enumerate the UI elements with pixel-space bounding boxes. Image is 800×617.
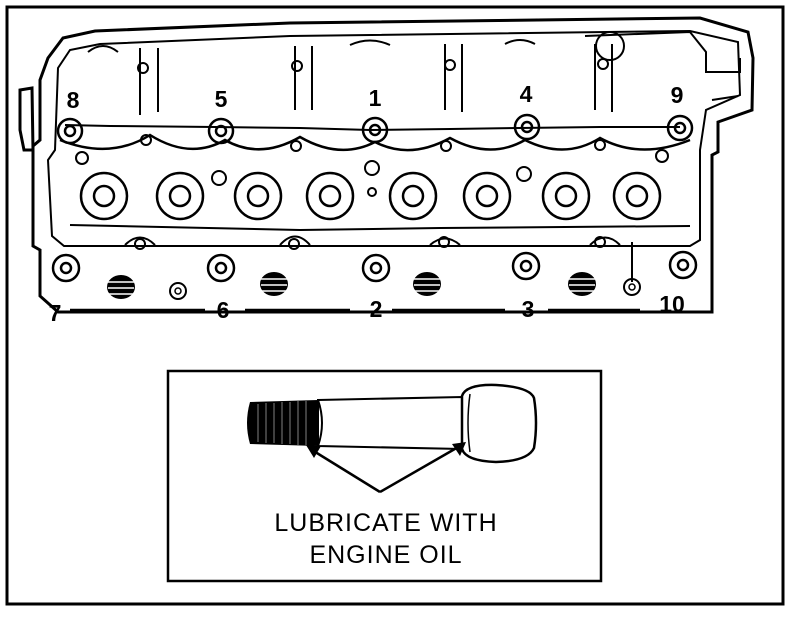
left-side-plate	[18, 86, 35, 152]
bolt-label-4: 4	[520, 81, 533, 107]
rocker-pad-4	[594, 44, 613, 112]
arrow-head-left	[306, 445, 321, 458]
plug	[260, 272, 288, 296]
outer-frame	[5, 5, 785, 606]
head-inner-outline	[46, 29, 742, 247]
bolt-label-10: 10	[659, 291, 685, 317]
plug	[568, 272, 596, 296]
bolt-label-3: 3	[522, 296, 535, 322]
plug	[413, 272, 441, 296]
dowel	[288, 238, 300, 250]
bolt-label-1: 1	[369, 85, 382, 111]
dowel	[134, 238, 146, 250]
dowel	[290, 140, 302, 152]
head-outline	[31, 16, 755, 314]
coolant-port	[367, 187, 377, 197]
right-bracket	[584, 30, 741, 101]
small-hole	[169, 282, 187, 300]
bolt-label-9: 9	[671, 82, 684, 108]
inset-caption-line2: ENGINE OIL	[309, 541, 462, 569]
coolant-port	[364, 160, 380, 176]
small-hole	[174, 287, 182, 295]
plug	[107, 275, 135, 299]
bolt-holes-upper	[56, 113, 694, 145]
bracket-hole	[595, 31, 625, 61]
dowel	[655, 149, 669, 163]
bolt-label-5: 5	[215, 86, 228, 112]
rocker-pad-1	[139, 48, 159, 115]
dowel	[291, 60, 303, 72]
bolt-sequence-labels: 1 2 3 4 5 6 7 8 9 10	[49, 81, 685, 326]
dowel	[438, 236, 450, 248]
dowel	[444, 59, 456, 71]
dowel	[140, 134, 152, 146]
cylinder-head	[18, 16, 755, 314]
inset-caption-line1: LUBRICATE WITH	[274, 509, 497, 537]
dowel	[75, 151, 89, 165]
bolt-label-6: 6	[217, 297, 230, 323]
coolant-port	[516, 166, 532, 182]
small-hole	[628, 283, 636, 291]
threaded-plugs	[107, 272, 596, 299]
small-hole	[623, 278, 641, 296]
dowel	[597, 58, 609, 70]
lower-tabs	[124, 235, 621, 246]
rocker-rail-lower	[69, 224, 691, 232]
dowel	[137, 62, 149, 74]
lubrication-arrows	[311, 444, 461, 494]
dowel	[594, 139, 606, 151]
inset-frame	[166, 369, 603, 583]
bolt-label-2: 2	[370, 296, 383, 322]
dowel	[440, 140, 452, 152]
bolt-icon	[247, 383, 538, 464]
valve-seats	[79, 171, 662, 221]
lubrication-inset: LUBRICATE WITH ENGINE OIL	[166, 369, 603, 583]
bolt-label-8: 8	[67, 87, 80, 113]
bolt-holes-lower	[51, 250, 698, 283]
top-notches	[87, 39, 536, 53]
dowel	[594, 236, 606, 248]
rocker-pad-2	[294, 46, 313, 110]
coolant-port	[211, 170, 227, 186]
rocker-pad-3	[444, 44, 463, 112]
arrow-head-right	[452, 442, 466, 456]
bolt-label-7: 7	[49, 300, 62, 326]
